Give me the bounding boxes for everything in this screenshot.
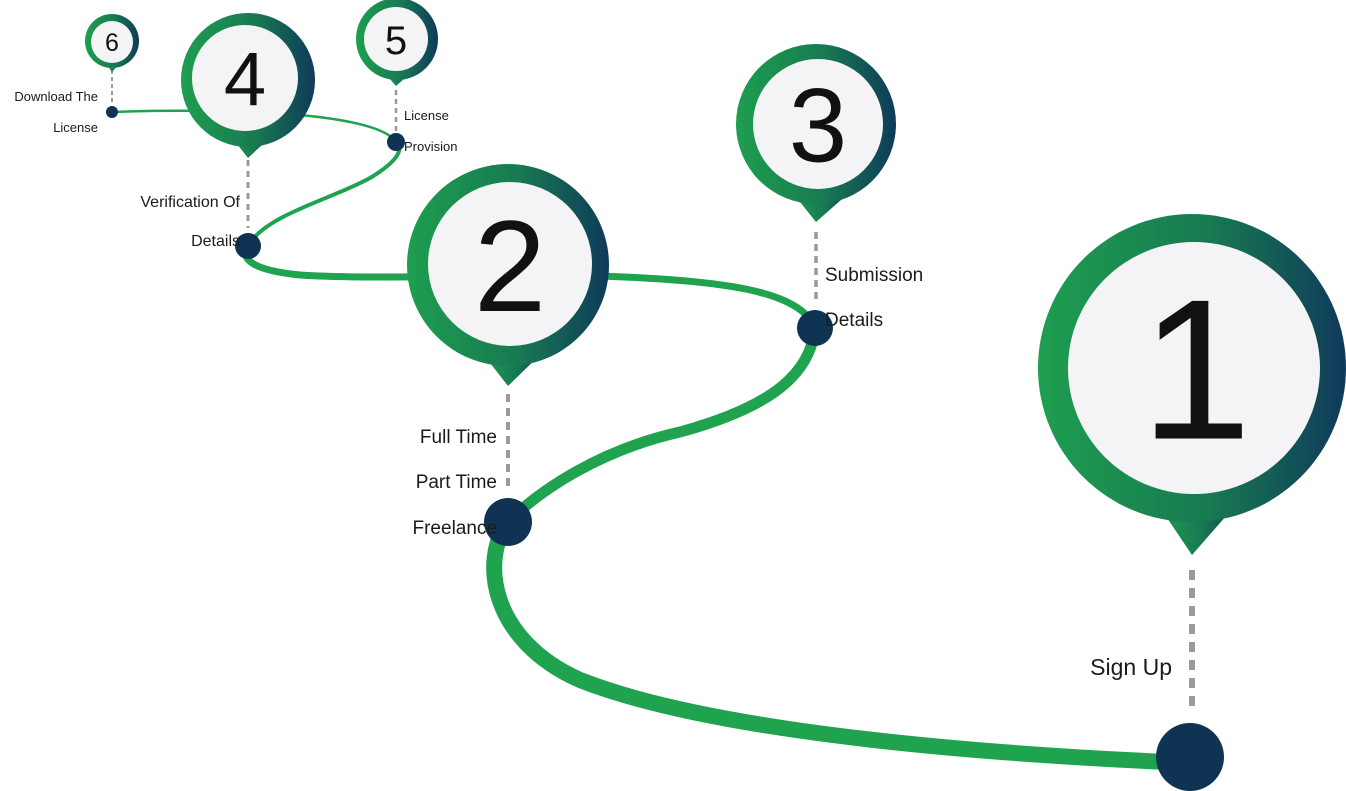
step-label-4-line-1: Verification Of	[140, 194, 240, 212]
step-number-4: 4	[224, 38, 266, 123]
step-label-3: Submission Details	[825, 242, 965, 356]
step-label-5-line-2: Provision	[404, 138, 458, 154]
pin-4-face	[192, 25, 298, 131]
path-segment-2-3	[502, 322, 821, 528]
path-segment-4-5	[246, 140, 402, 248]
node-dot-1	[1156, 723, 1224, 791]
step-label-5: License Provision	[404, 92, 494, 170]
pin-6-face	[91, 21, 133, 63]
pin-1: 1	[1038, 214, 1346, 555]
step-label-1: Sign Up	[1090, 653, 1172, 680]
step-label-6: Download The License	[0, 73, 98, 151]
step-label-4-line-2: Details	[191, 232, 240, 250]
step-label-5-line-1: License	[404, 107, 449, 123]
path-segment-1-2	[486, 514, 1198, 771]
pin-2-face	[428, 182, 592, 346]
pin-1-face	[1068, 242, 1320, 494]
pin-2: 2	[407, 164, 609, 386]
step-label-4: Verification Of Details	[90, 174, 240, 270]
step-label-3-line-1: Submission	[825, 264, 924, 286]
step-label-6-line-2: License	[53, 119, 98, 135]
step-label-6-line-1: Download The	[14, 88, 98, 104]
step-number-3: 3	[789, 68, 847, 185]
step-number-1: 1	[1140, 259, 1251, 482]
pin-4: 4	[181, 13, 315, 158]
step-label-2-line-1: Full Time	[419, 426, 497, 448]
step-label-3-line-2: Details	[825, 310, 884, 332]
node-dot-4	[235, 233, 261, 259]
step-label-2-line-3: Freelance	[412, 517, 498, 539]
step-number-6: 6	[105, 29, 119, 57]
node-dot-2	[484, 498, 532, 546]
node-dot-5	[387, 133, 405, 151]
pin-3-face	[753, 59, 883, 189]
pin-5-face	[364, 7, 428, 71]
pin-6: 6	[85, 14, 139, 72]
step-number-2: 2	[474, 193, 546, 339]
step-number-5: 5	[385, 19, 407, 63]
step-label-2: Full Time Part Time Freelance	[380, 404, 498, 564]
node-dot-3	[797, 310, 833, 346]
pin-3: 3	[736, 44, 896, 222]
node-dot-6	[106, 106, 118, 118]
pin-5: 5	[356, 0, 438, 86]
step-label-2-line-2: Part Time	[415, 472, 497, 494]
